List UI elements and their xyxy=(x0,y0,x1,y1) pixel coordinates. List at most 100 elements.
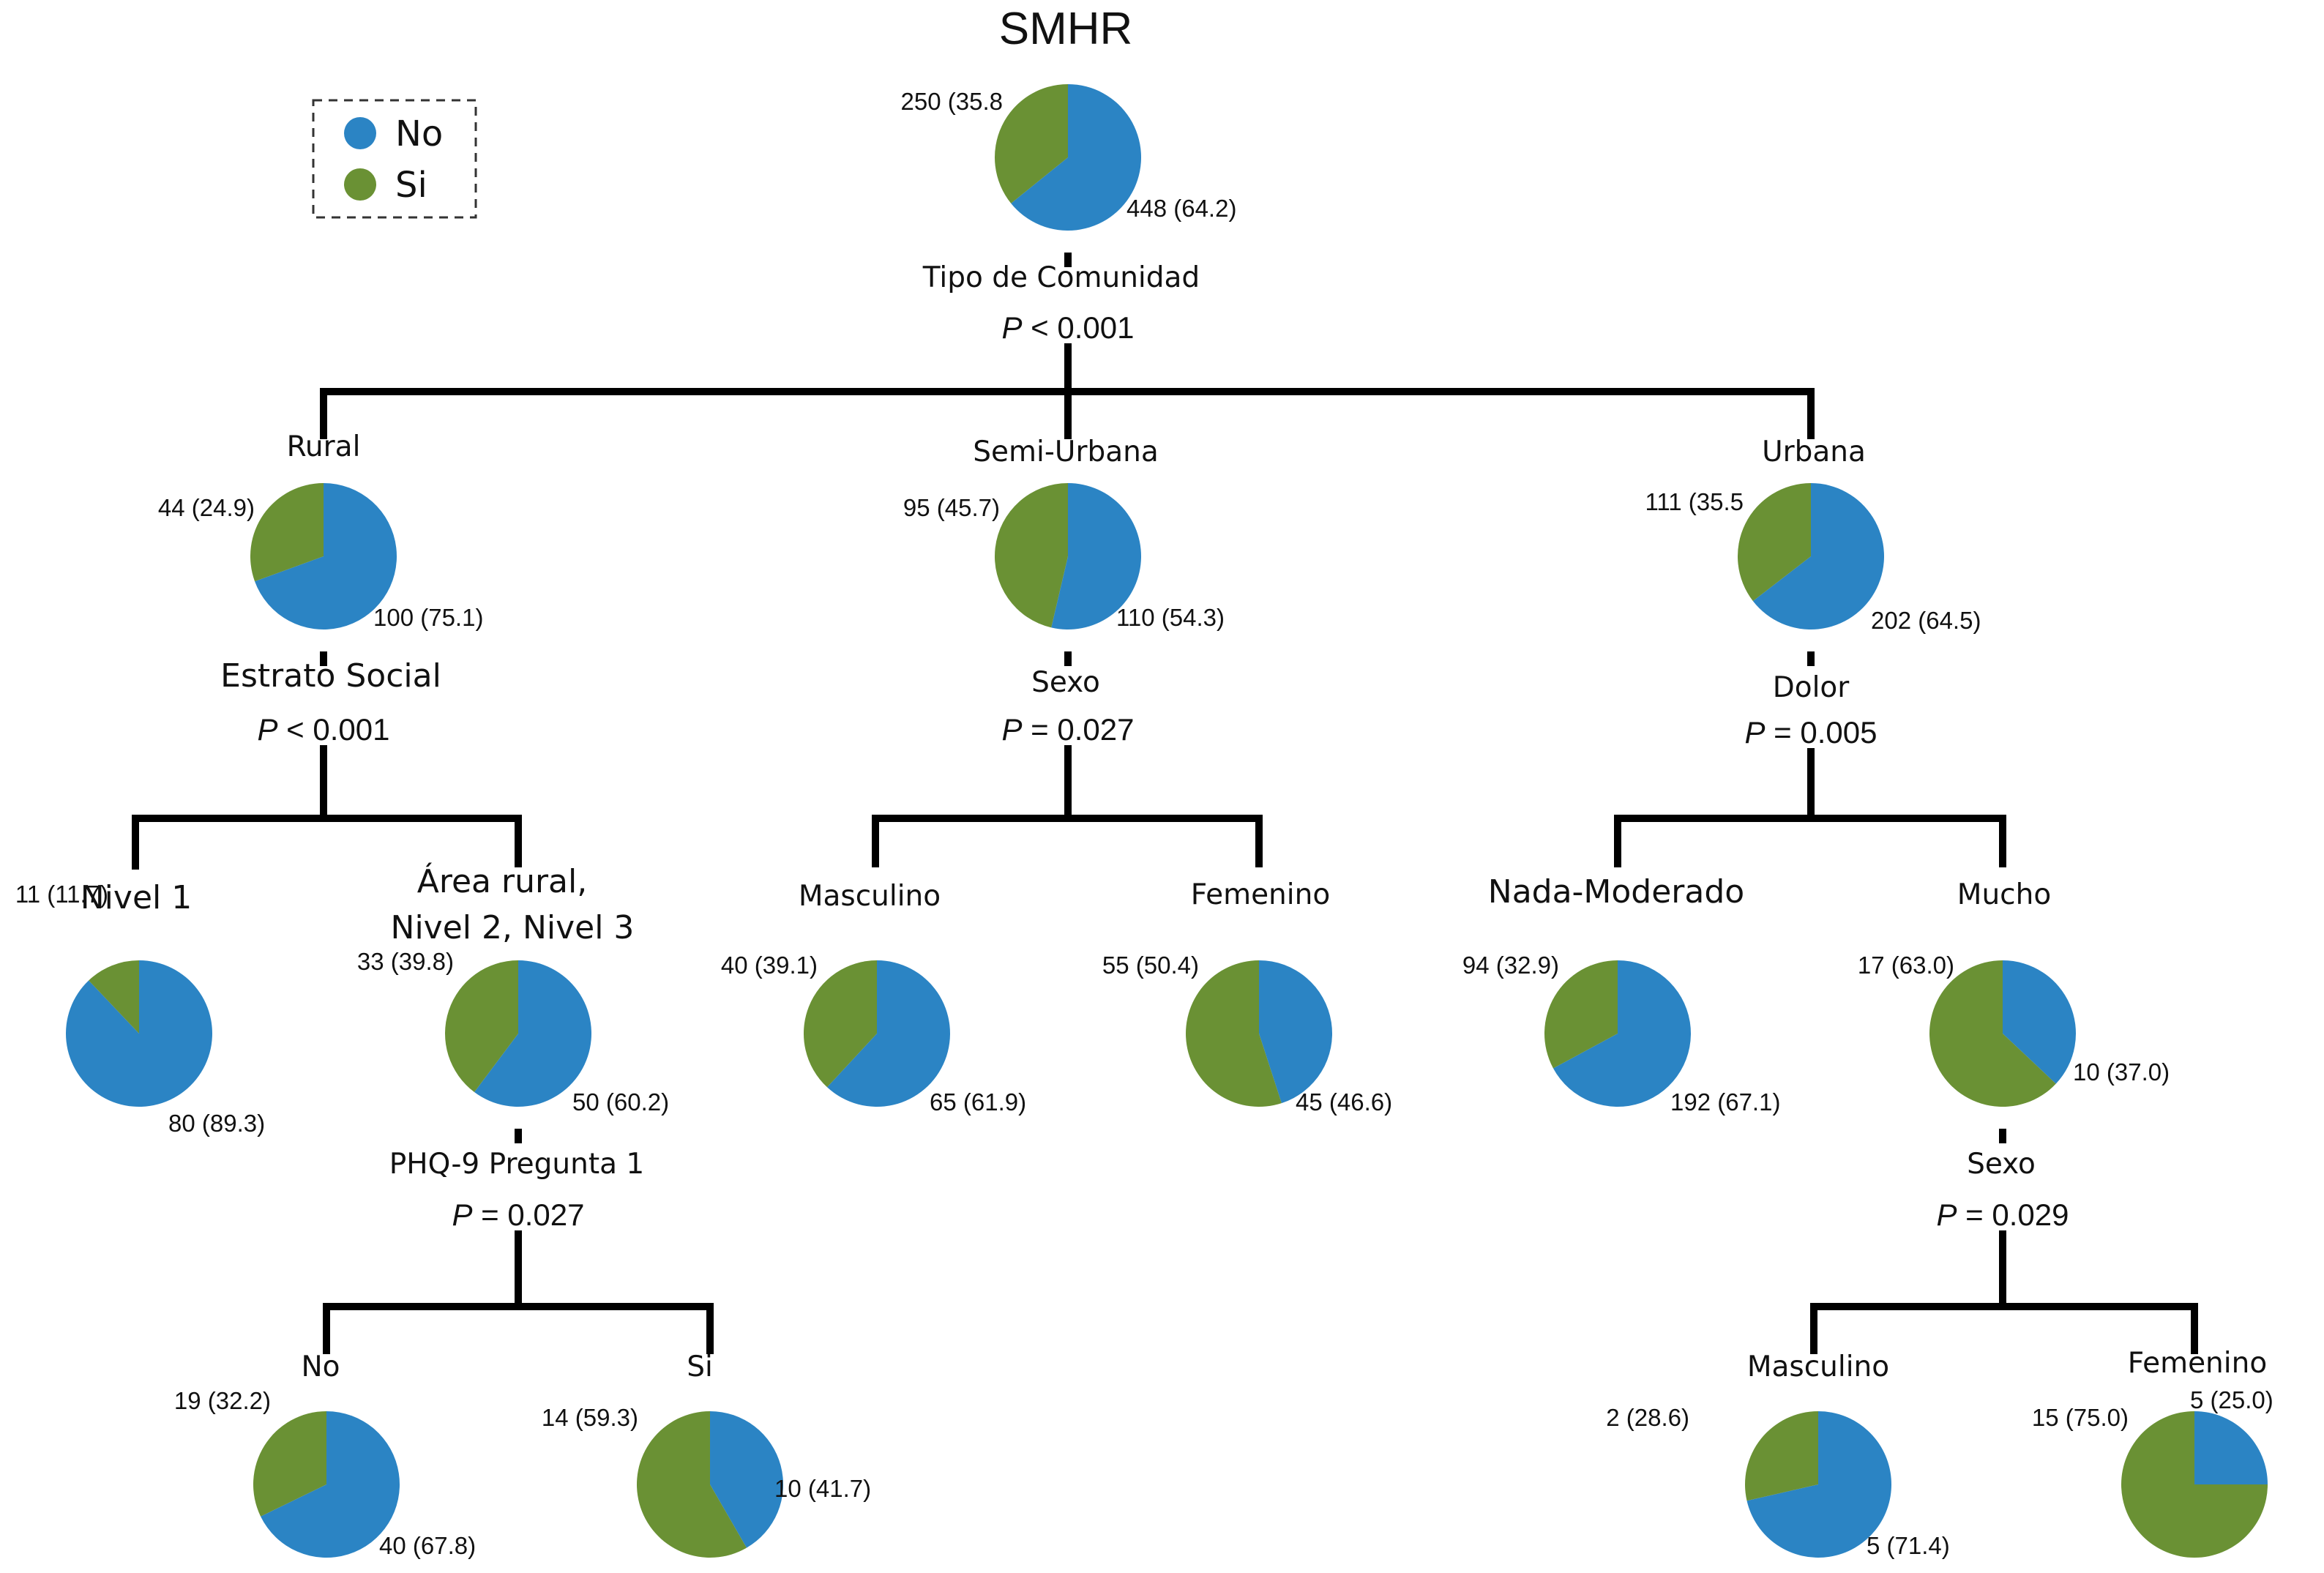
pie-slice-si-semi xyxy=(994,483,1068,628)
pie-slice-no-phq_si xyxy=(710,1411,783,1548)
pie-slice-si-arearural xyxy=(444,960,518,1092)
pie-slice-si-root xyxy=(995,84,1068,203)
si-count-label: 250 (35.8 xyxy=(901,88,1003,115)
p-value-text: = 0.027 xyxy=(1023,712,1135,747)
node-label: No xyxy=(301,1350,340,1383)
legend-label: Si xyxy=(395,165,427,206)
pie-slice-no-semi xyxy=(1051,483,1141,629)
pie-slice-no-nivel1 xyxy=(65,960,212,1107)
legend-box xyxy=(312,99,477,219)
si-count-label: 17 (63.0) xyxy=(1858,952,1954,979)
p-value: P = 0.027 xyxy=(1002,712,1135,747)
pie-slice-no-rural xyxy=(255,483,397,629)
pie-slice-no-semi_masc xyxy=(826,960,950,1107)
pie-slice-no-nada xyxy=(1553,960,1692,1107)
no-count-label: 10 (37.0) xyxy=(2073,1058,2170,1086)
no-count-label: 202 (64.5) xyxy=(1871,607,1981,634)
p-value: P = 0.027 xyxy=(452,1198,585,1232)
split-variable: Sexo xyxy=(1967,1148,2036,1181)
si-count-label: 44 (24.9) xyxy=(158,494,255,521)
tree-edges xyxy=(132,253,2198,1354)
p-value: P < 0.001 xyxy=(1002,310,1135,345)
pie-slice-no-urbana xyxy=(1752,483,1884,629)
node-label: Masculino xyxy=(799,880,941,913)
si-count-label: 2 (28.6) xyxy=(1606,1404,1689,1431)
node-label: Semi-Urbana xyxy=(973,436,1159,468)
no-count-label: 448 (64.2) xyxy=(1126,195,1236,222)
p-symbol: P xyxy=(1002,712,1023,747)
no-count-label: 65 (61.9) xyxy=(930,1088,1026,1116)
node-label: Urbana xyxy=(1762,436,1866,468)
pie-slice-si-semi_fem xyxy=(1186,960,1282,1107)
si-count-label: 11 (11.7) xyxy=(15,881,108,908)
chart-title: SMHR xyxy=(999,4,1133,54)
p-symbol: P xyxy=(1745,715,1766,750)
pie-slice-si-urbana xyxy=(1737,482,1811,602)
node-label: Mucho xyxy=(1957,878,2051,911)
p-value-text: < 0.001 xyxy=(278,712,390,747)
node-label: Nada-Moderado xyxy=(1488,873,1744,911)
split-variable: Dolor xyxy=(1773,671,1850,704)
si-count-label: 55 (50.4) xyxy=(1102,952,1199,979)
p-value-text: = 0.029 xyxy=(1957,1198,2069,1232)
p-value: P = 0.029 xyxy=(1937,1198,2069,1232)
no-count-label: 45 (46.6) xyxy=(1296,1088,1392,1116)
pie-slice-no-root xyxy=(1011,84,1142,231)
node-label: Femenino xyxy=(1191,878,1330,911)
p-value: P = 0.005 xyxy=(1745,715,1877,750)
p-symbol: P xyxy=(1937,1198,1957,1232)
pie-slice-si-phq_si xyxy=(636,1411,747,1558)
node-label: Área rural, xyxy=(417,862,587,900)
no-count-label: 40 (67.8) xyxy=(379,1532,476,1559)
p-value-text: = 0.027 xyxy=(473,1198,585,1232)
no-count-label: 5 (25.0) xyxy=(2190,1386,2273,1413)
pie-slice-no-semi_fem xyxy=(1259,960,1333,1104)
legend-label: No xyxy=(395,113,443,154)
node-label: Nivel 1 xyxy=(81,879,192,916)
node-label-line2: Nivel 2, Nivel 3 xyxy=(391,909,635,946)
node-label: Si xyxy=(687,1350,713,1383)
node-label: Femenino xyxy=(2128,1347,2267,1380)
p-value: P < 0.001 xyxy=(258,712,390,747)
p-symbol: P xyxy=(258,712,278,747)
no-count-label: 50 (60.2) xyxy=(572,1088,669,1116)
legend-marker-no xyxy=(344,117,376,149)
pie-slice-no-arearural xyxy=(474,960,591,1107)
p-value-text: = 0.005 xyxy=(1766,715,1877,750)
node-label: Rural xyxy=(287,430,361,463)
pie-slice-si-mucho_fem xyxy=(2121,1411,2268,1558)
si-count-label: 33 (39.8) xyxy=(357,948,454,975)
si-count-label: 15 (75.0) xyxy=(2032,1404,2129,1431)
split-variable: Sexo xyxy=(1031,666,1100,699)
pie-slice-si-semi_masc xyxy=(803,960,877,1088)
si-count-label: 94 (32.9) xyxy=(1462,952,1559,979)
node-label: Masculino xyxy=(1747,1350,1889,1383)
split-variable: PHQ-9 Pregunta 1 xyxy=(389,1148,645,1181)
p-symbol: P xyxy=(452,1198,473,1232)
no-count-label: 100 (75.1) xyxy=(373,604,483,631)
tree-pies xyxy=(65,84,2268,1558)
no-count-label: 192 (67.1) xyxy=(1670,1088,1780,1116)
si-count-label: 19 (32.2) xyxy=(174,1387,271,1414)
si-count-label: 14 (59.3) xyxy=(542,1404,638,1431)
pie-slice-si-nada xyxy=(1544,960,1618,1069)
pie-slice-si-mucho xyxy=(1929,960,2056,1107)
no-count-label: 110 (54.3) xyxy=(1116,604,1225,631)
si-count-label: 95 (45.7) xyxy=(903,494,1000,521)
pie-slice-si-rural xyxy=(250,483,324,582)
pie-slice-no-mucho_fem xyxy=(2194,1411,2268,1484)
no-count-label: 5 (71.4) xyxy=(1867,1532,1950,1559)
split-variable: Tipo de Comunidad xyxy=(922,261,1200,294)
pie-slice-no-mucho xyxy=(2003,960,2076,1084)
legend-marker-si xyxy=(344,168,376,201)
si-count-label: 40 (39.1) xyxy=(721,952,818,979)
pie-slice-no-mucho_masc xyxy=(1746,1411,1892,1558)
pie-slice-no-phq_no xyxy=(261,1411,400,1558)
pie-slice-si-nivel1 xyxy=(89,960,139,1034)
si-count-label: 111 (35.5 xyxy=(1645,488,1744,515)
p-symbol: P xyxy=(1002,310,1023,345)
p-value-text: < 0.001 xyxy=(1023,310,1135,345)
